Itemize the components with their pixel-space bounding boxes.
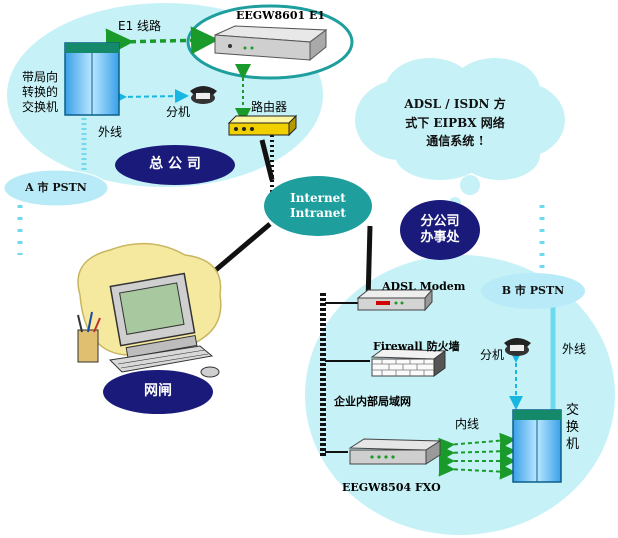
internet-label: Internet Intranet [290,191,346,220]
router-label: 路由器 [251,100,288,114]
adsl-modem-label: ADSL Modem [382,280,466,293]
pstn-a-node [3,169,109,207]
hq-outside-line-label: 外线 [98,125,123,139]
firewall-icon [370,348,447,377]
branch-switch-label: 交 换 机 [566,403,580,452]
lan-label: 企业内部局域网 [334,395,411,408]
branch-phone-icon [504,338,531,356]
computer-clipart [77,242,222,378]
fxo-gateway-icon [348,438,442,465]
gateway-label: 网闸 [144,383,172,400]
internet-node [264,176,372,236]
pstn-b-label: B 市 PSTN [501,284,565,298]
router-icon [227,114,298,137]
gateway-node [103,370,213,414]
e1-line-label: E1 线路 [118,19,162,33]
hq-switch-label: 带局向 转换的 交换机 [22,70,59,114]
inner-line-label: 内线 [455,417,480,431]
hq-extension-link [112,89,189,105]
inner-line-links [438,432,516,480]
branch-outside-line-label: 外线 [562,342,587,356]
branch-extension-label: 分机 [480,348,505,362]
branch-node [400,200,480,260]
hq-node [115,145,235,185]
adsl-modem-icon [356,288,434,312]
hq-title: 总 公 司 [149,156,201,173]
lan-connectors [325,302,370,453]
firewall-label: Firewall 防火墙 [373,340,460,353]
branch-label: 分公司 办事处 [420,213,460,245]
pstn-b-node [481,273,585,309]
e1-link [105,26,219,57]
hq-switch-icon [64,42,120,116]
e1-gateway-icon [214,25,328,62]
hq-phone-icon [190,86,217,104]
e1-device-label: EEGW8601 E1 [236,9,325,22]
cloud-text: ADSL / ISDN 方 式下 EIPBX 网络 通信系统 ! [404,97,506,149]
branch-switch-icon [512,409,562,483]
pstn-a-label: A 市 PSTN [25,181,87,195]
fxo-device-label: EEGW8504 FXO [342,481,441,494]
cloud-shape [355,58,565,209]
hq-extension-label: 分机 [166,105,191,119]
